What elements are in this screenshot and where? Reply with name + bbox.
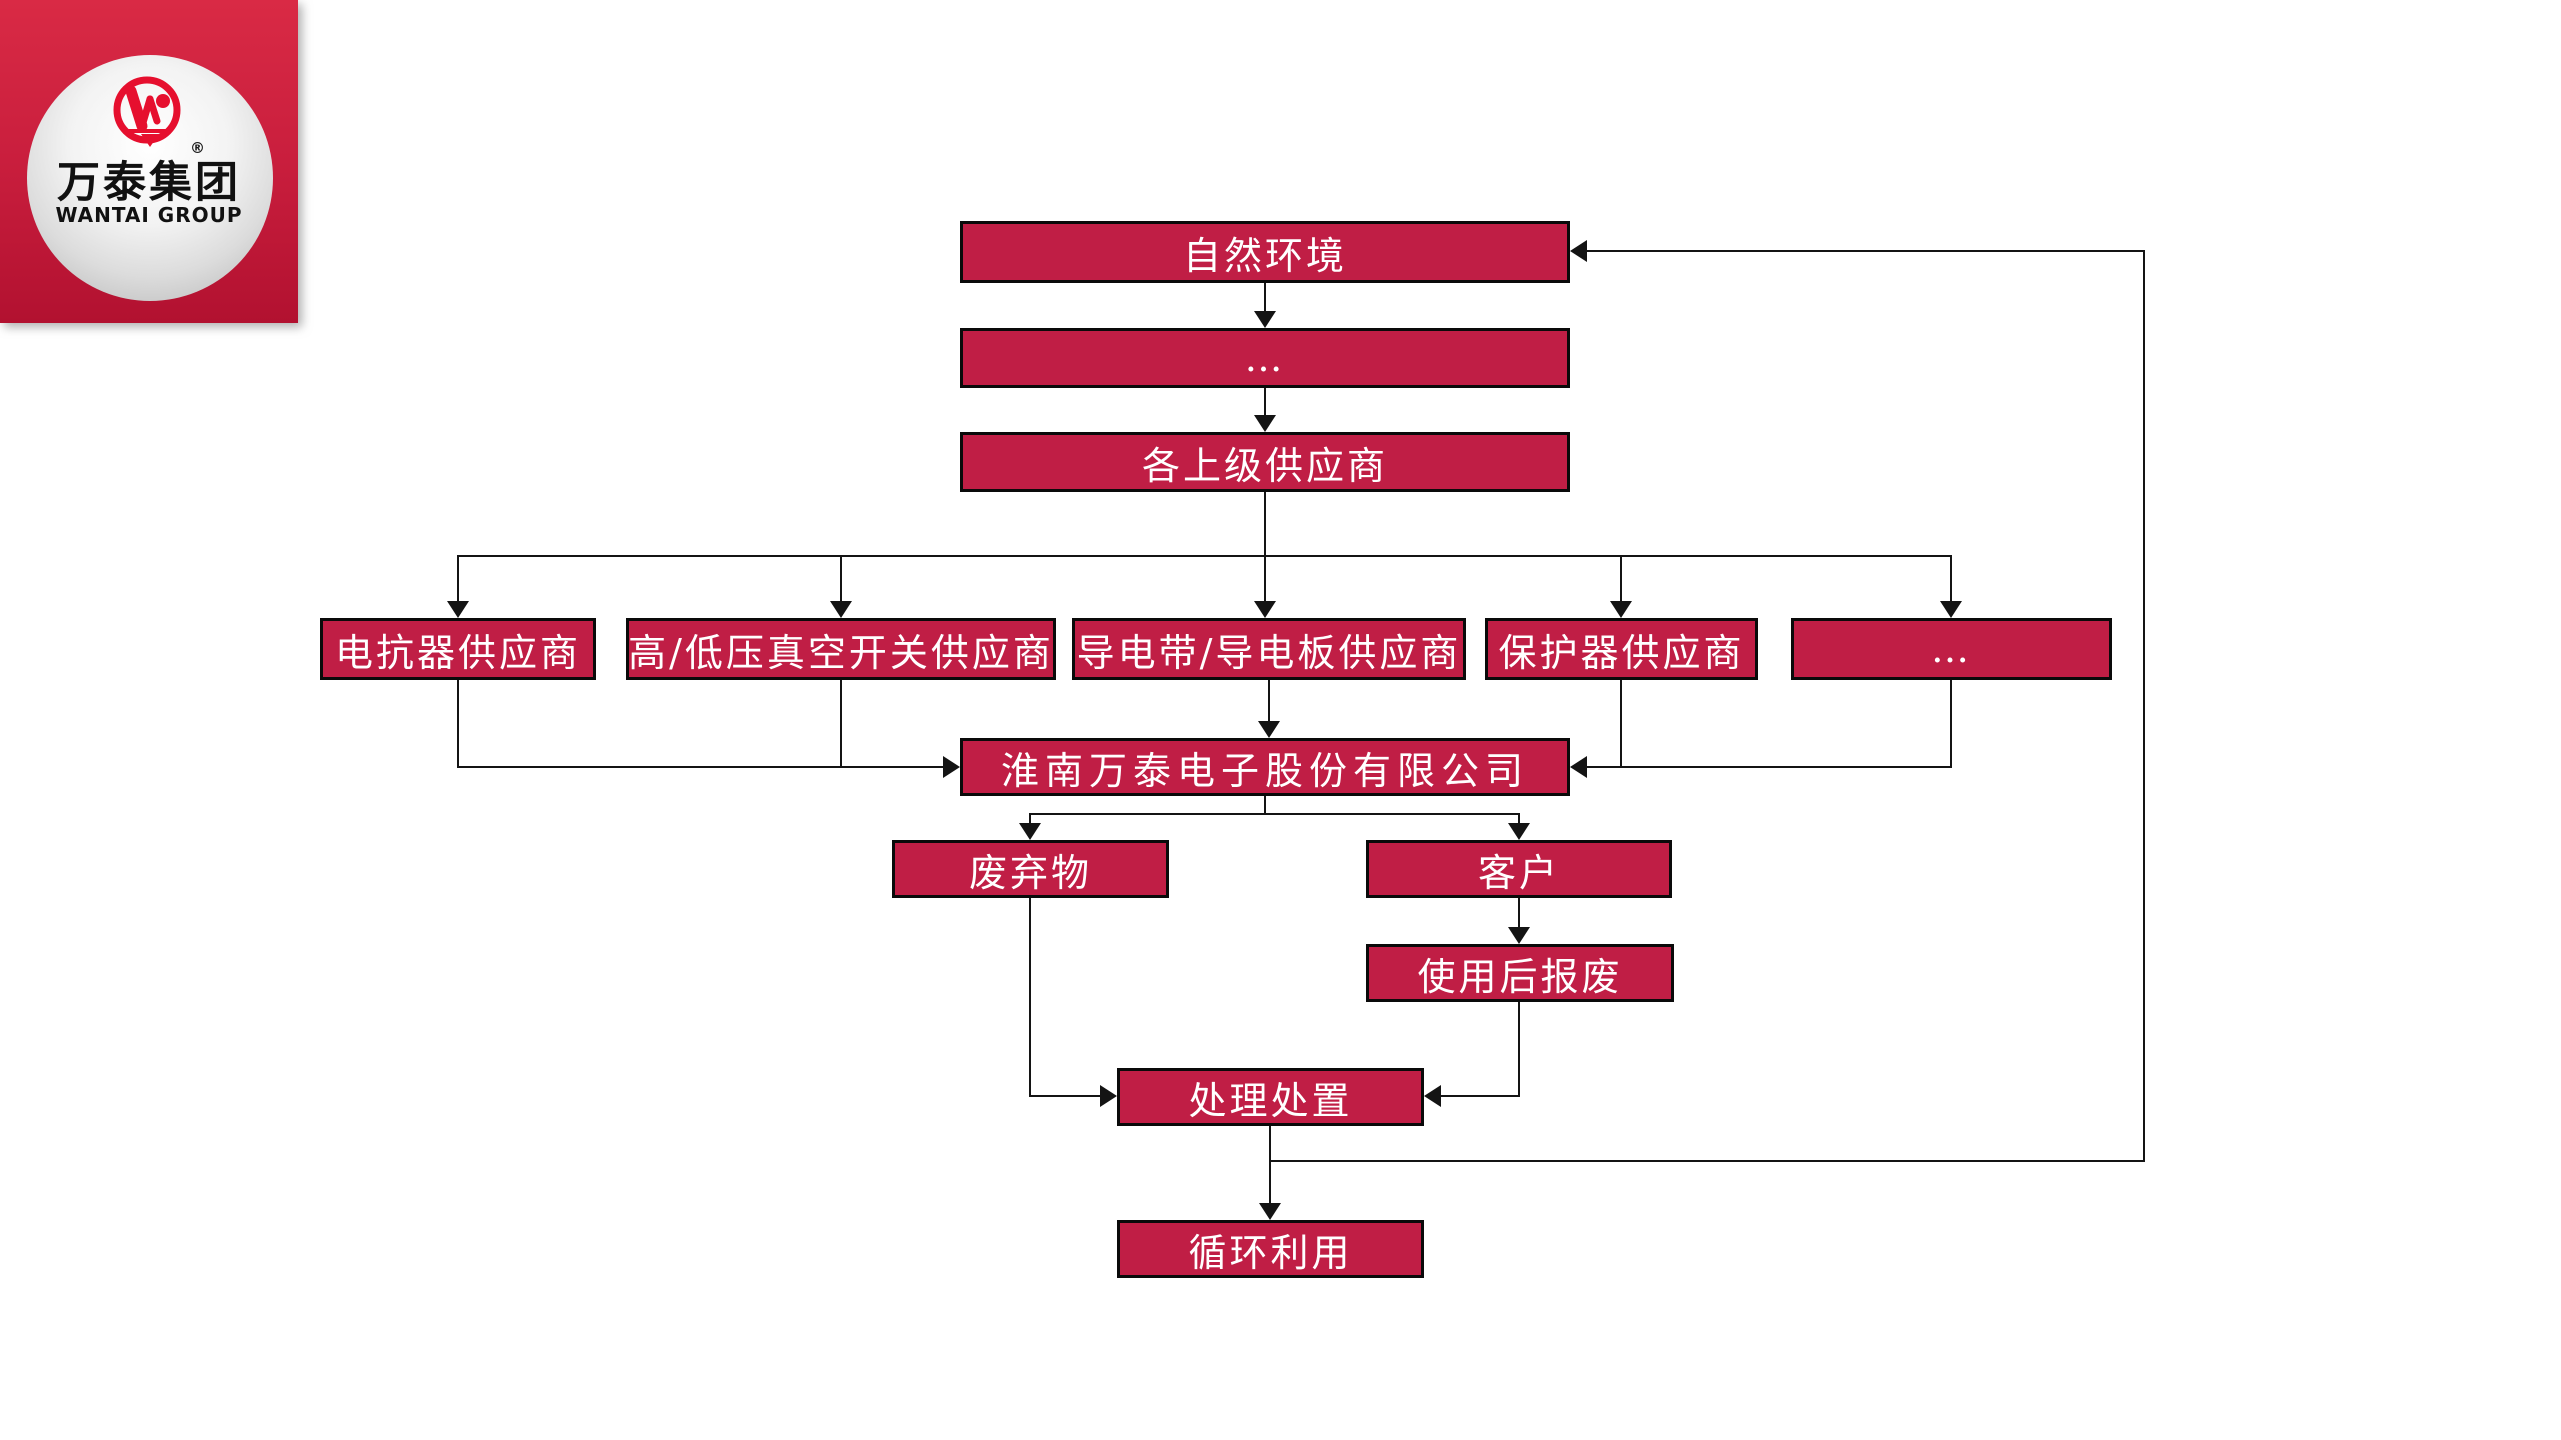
registered-mark: ® bbox=[190, 139, 205, 157]
node-conductive-supplier-label: 导电带/导电板供应商 bbox=[1076, 630, 1462, 675]
node-company: 淮南万泰电子股份有限公司 bbox=[960, 738, 1570, 796]
node-recycling-label: 循环利用 bbox=[1188, 1230, 1353, 1275]
branch-bar-outputs bbox=[1029, 813, 1520, 815]
scrapped-into-disposal bbox=[1441, 1095, 1520, 1097]
node-recycling: 循环利用 bbox=[1117, 1220, 1424, 1278]
waste-into-disposal bbox=[1029, 1095, 1103, 1097]
scrapped-down-line bbox=[1518, 1002, 1520, 1097]
node-customer-label: 客户 bbox=[1477, 850, 1560, 895]
logo-sphere bbox=[27, 55, 273, 301]
node-vacuum-switch-supplier: 高/低压真空开关供应商 bbox=[626, 618, 1056, 680]
branch-bar-suppliers bbox=[457, 555, 1952, 557]
node-disposal: 处理处置 bbox=[1117, 1068, 1424, 1126]
node-upper-suppliers: 各上级供应商 bbox=[960, 432, 1570, 492]
arrowhead-into-nature-right bbox=[1570, 240, 1587, 262]
node-scrapped-after-use-label: 使用后报废 bbox=[1417, 954, 1623, 999]
feedback-right-vertical bbox=[2143, 251, 2145, 1162]
node-upper-suppliers-label: 各上级供应商 bbox=[1141, 443, 1388, 488]
drop-to-suppliers-ellipsis bbox=[1950, 556, 1952, 603]
node-upstream-ellipsis-label: … bbox=[1244, 336, 1286, 380]
connector-nature-to-ellipsis bbox=[1264, 283, 1266, 313]
node-customer: 客户 bbox=[1366, 840, 1672, 898]
merge-line-left-into-company bbox=[457, 766, 945, 768]
arrowhead-into-customer bbox=[1508, 823, 1530, 840]
wantai-w-mark-icon bbox=[113, 76, 181, 147]
node-suppliers-ellipsis-label: … bbox=[1931, 627, 1972, 671]
node-protector-supplier: 保护器供应商 bbox=[1485, 618, 1758, 680]
company-down-stub bbox=[1264, 796, 1266, 815]
vacuum-switch-down-line bbox=[840, 680, 842, 768]
drop-to-waste bbox=[1029, 814, 1031, 824]
arrowhead-into-suppliers-ellipsis bbox=[1940, 601, 1962, 618]
drop-to-reactor bbox=[457, 556, 459, 603]
wantai-group-logo: ® 万泰集团 WANTAI GROUP bbox=[0, 0, 305, 332]
waste-down-line bbox=[1029, 898, 1031, 1097]
wantai-logo-graphic: ® 万泰集团 WANTAI GROUP bbox=[0, 0, 298, 323]
arrowhead-into-scrapped bbox=[1508, 927, 1530, 944]
arrowhead-into-company-left bbox=[943, 756, 960, 778]
customer-to-scrapped bbox=[1518, 898, 1520, 928]
node-scrapped-after-use: 使用后报废 bbox=[1366, 944, 1674, 1002]
conductive-to-company bbox=[1268, 680, 1270, 722]
brand-name-cn: 万泰集团 bbox=[57, 158, 241, 208]
arrowhead-into-recycling bbox=[1259, 1203, 1281, 1220]
node-natural-environment-label: 自然环境 bbox=[1182, 233, 1347, 278]
node-conductive-supplier: 导电带/导电板供应商 bbox=[1072, 618, 1466, 680]
connector-upper-to-conductive bbox=[1264, 492, 1266, 603]
drop-to-customer bbox=[1518, 814, 1520, 824]
arrowhead-into-upper-suppliers bbox=[1254, 415, 1276, 432]
protector-down-line bbox=[1620, 680, 1622, 768]
disposal-to-recycling bbox=[1269, 1126, 1271, 1204]
node-upstream-ellipsis: … bbox=[960, 328, 1570, 388]
node-waste-label: 废弃物 bbox=[968, 850, 1092, 895]
arrowhead-into-protector bbox=[1610, 601, 1632, 618]
arrowhead-into-company-top bbox=[1258, 721, 1280, 738]
node-company-label: 淮南万泰电子股份有限公司 bbox=[1000, 748, 1529, 793]
arrowhead-into-disposal-left bbox=[1100, 1085, 1117, 1107]
merge-line-right-into-company bbox=[1587, 766, 1952, 768]
node-reactor-supplier-label: 电抗器供应商 bbox=[334, 630, 581, 675]
connector-ellipsis-to-upper bbox=[1264, 388, 1266, 416]
brand-name-en: WANTAI GROUP bbox=[55, 203, 242, 227]
arrowhead-into-reactor bbox=[447, 601, 469, 618]
reactor-down-line bbox=[457, 680, 459, 768]
arrowhead-into-company-right bbox=[1570, 756, 1587, 778]
node-waste: 废弃物 bbox=[892, 840, 1169, 898]
ellipsis-down-line bbox=[1950, 680, 1952, 768]
arrowhead-into-vacuum-switch bbox=[830, 601, 852, 618]
node-natural-environment: 自然环境 bbox=[960, 221, 1570, 283]
arrowhead-into-waste bbox=[1019, 823, 1041, 840]
node-disposal-label: 处理处置 bbox=[1188, 1078, 1353, 1123]
arrowhead-into-conductive bbox=[1254, 601, 1276, 618]
node-vacuum-switch-supplier-label: 高/低压真空开关供应商 bbox=[628, 630, 1054, 675]
drop-to-vacuum-switch bbox=[840, 556, 842, 603]
arrowhead-into-disposal-right bbox=[1424, 1085, 1441, 1107]
arrowhead-into-ellipsis bbox=[1254, 311, 1276, 328]
feedback-top-line bbox=[1587, 250, 2145, 252]
node-reactor-supplier: 电抗器供应商 bbox=[320, 618, 596, 680]
feedback-bottom-line bbox=[1270, 1160, 2145, 1162]
node-suppliers-ellipsis: … bbox=[1791, 618, 2112, 680]
drop-to-protector bbox=[1620, 556, 1622, 603]
node-protector-supplier-label: 保护器供应商 bbox=[1498, 630, 1745, 675]
